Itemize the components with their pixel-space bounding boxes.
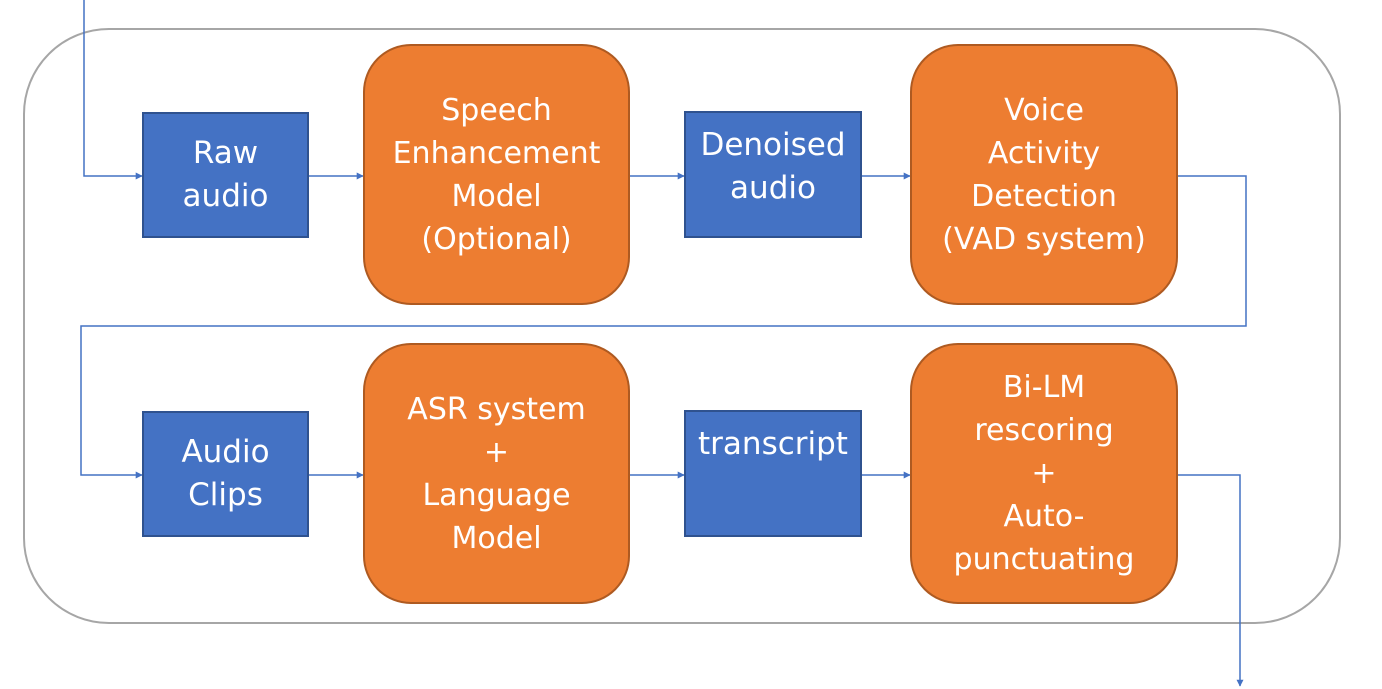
node-label-line: Model [451, 178, 542, 214]
node-label-line: ASR system [407, 391, 586, 427]
node-label-line: Bi-LM [1002, 370, 1086, 405]
raw-audio-node: Raw audio [142, 112, 309, 238]
connector-bilm-to-output [1178, 474, 1244, 687]
node-label-line: Audio [181, 434, 270, 470]
node-label-line: Speech [441, 92, 552, 128]
node-label-line: Model [451, 520, 542, 556]
speech-enhancement-node: Speech Enhancement Model (Optional) [363, 44, 630, 305]
node-label-line: audio [182, 178, 269, 214]
transcript-node: transcript [684, 410, 862, 537]
vad-node: Voice Activity Detection (VAD system) [910, 44, 1178, 305]
node-label-line: Auto- [1003, 499, 1085, 534]
pipeline-frame [23, 28, 1341, 624]
node-label-line: Denoised [700, 127, 846, 163]
node-label-line: punctuating [953, 542, 1135, 577]
node-label-line: (Optional) [421, 221, 572, 257]
node-label-line: (VAD system) [942, 221, 1146, 257]
bilm-node: Bi-LM rescoring + Auto- punctuating [910, 343, 1178, 604]
connector-input-to-raw-audio [83, 0, 143, 180]
node-label-line: rescoring [974, 413, 1114, 448]
node-label-line: transcript [698, 426, 848, 462]
node-label-line: Enhancement [392, 135, 601, 171]
node-label-line: + [1031, 456, 1057, 491]
node-label-line: Raw [192, 135, 259, 171]
audio-clips-node: Audio Clips [142, 411, 309, 537]
connector-vad-to-audio-clips [80, 175, 1247, 479]
node-label-line: audio [730, 170, 816, 206]
node-label-line: + [483, 434, 510, 470]
node-label-line: Voice [1004, 92, 1084, 128]
node-label-line: Activity [987, 135, 1101, 171]
node-label-line: Clips [188, 477, 263, 513]
node-label-line: Detection [971, 178, 1117, 214]
denoised-audio-node: Denoised audio [684, 111, 862, 238]
node-label-line: Language [422, 477, 571, 513]
asr-node: ASR system + Language Model [363, 343, 630, 604]
